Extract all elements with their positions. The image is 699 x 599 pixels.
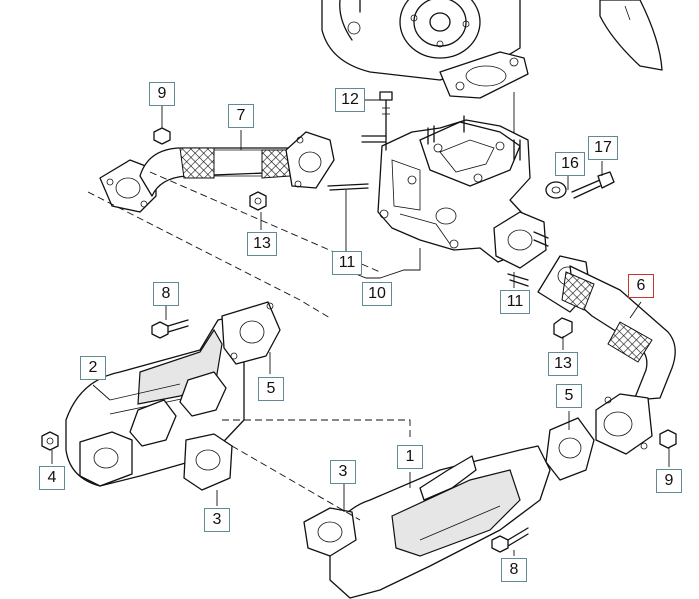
callout-13-upper[interactable]: 13 xyxy=(247,232,277,256)
leader-lines xyxy=(51,105,670,556)
egr-pipe-left xyxy=(99,127,387,213)
callout-11-left[interactable]: 11 xyxy=(332,251,362,275)
callout-10[interactable]: 10 xyxy=(362,282,392,306)
callout-11-right[interactable]: 11 xyxy=(500,290,530,314)
callout-5-left[interactable]: 5 xyxy=(258,377,284,401)
callout-16[interactable]: 16 xyxy=(555,152,585,176)
callout-5-right[interactable]: 5 xyxy=(556,384,582,408)
bolt-17-washer-16 xyxy=(545,171,615,199)
callout-4[interactable]: 4 xyxy=(39,466,65,490)
callout-13-lower[interactable]: 13 xyxy=(548,352,578,376)
exhaust-manifold-left xyxy=(41,301,281,491)
egr-pipe-right xyxy=(507,255,677,455)
callout-7[interactable]: 7 xyxy=(228,104,254,128)
callout-8-left[interactable]: 8 xyxy=(153,282,179,306)
callout-17[interactable]: 17 xyxy=(588,136,618,160)
callout-8-right[interactable]: 8 xyxy=(501,558,527,582)
callout-9-upper-left[interactable]: 9 xyxy=(149,82,175,106)
turbine-housing xyxy=(377,115,549,269)
callout-6-highlighted[interactable]: 6 xyxy=(628,274,654,298)
callout-3-right[interactable]: 3 xyxy=(330,460,356,484)
turbocharger xyxy=(321,0,663,99)
callout-12[interactable]: 12 xyxy=(335,88,365,112)
callout-3-left[interactable]: 3 xyxy=(204,508,230,532)
exhaust-manifold-right xyxy=(303,417,595,599)
callout-9-lower-right[interactable]: 9 xyxy=(656,469,682,493)
bolt-12 xyxy=(362,91,393,151)
callout-1[interactable]: 1 xyxy=(397,445,423,469)
callout-2[interactable]: 2 xyxy=(80,356,106,380)
